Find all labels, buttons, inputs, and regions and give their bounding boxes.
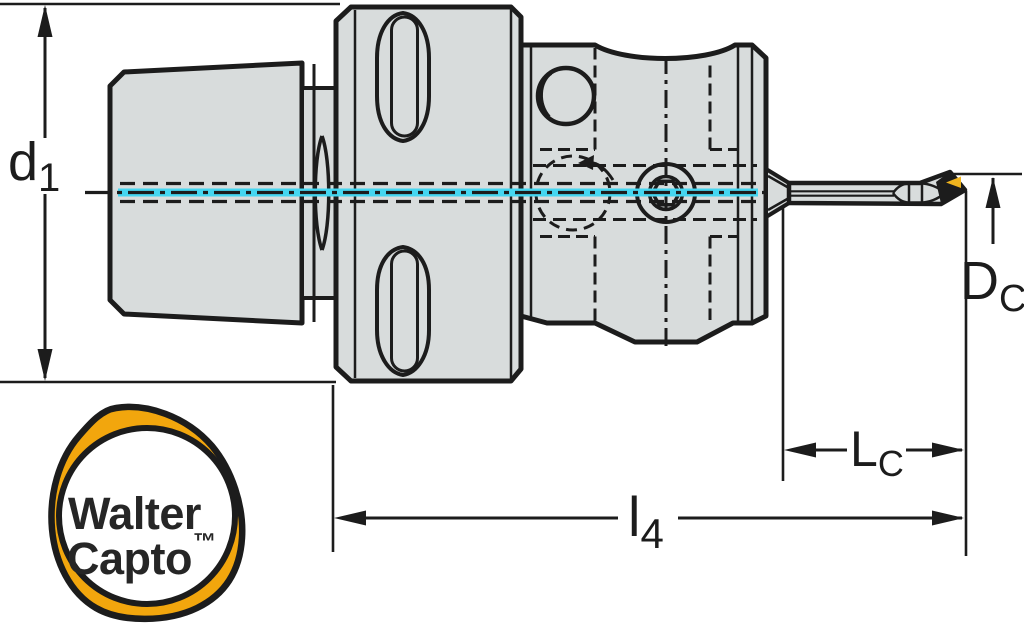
flange-slot-top-outer [375,11,431,143]
dimension-arrowheads [37,5,1001,526]
dc-arrow-up [985,177,1001,208]
flange-slot-bottom-outer [375,245,431,377]
label-lc: LC [850,421,904,484]
logo-inner-circle [56,425,238,607]
coolant-hole-shading-arc [539,71,553,119]
actuation-arrow-head [578,155,594,170]
d1-arrow-up [37,5,53,37]
dimensions [0,2,1022,556]
label-dc: DC [960,251,1024,320]
logo-text-walter: Walter [68,488,201,539]
label-d1: d1 [8,132,60,200]
insert-tip [946,176,961,188]
l4-arrow-right [932,510,964,526]
hidden-cavity-outline [540,48,737,321]
d1-arrow-down [37,349,53,381]
bar-tip [936,171,965,204]
logo-trademark: ™ [193,528,216,554]
flange-slot-bottom-inner [390,249,419,373]
coolant-hole [535,65,597,127]
tool-body [107,4,968,384]
lc-arrow-left [784,442,816,458]
l4-arrow-left [334,510,366,526]
lc-arrow-right [932,442,964,458]
dimension-labels: d1 DC LC l4 [8,132,1024,557]
bar-flute-lines [791,190,894,197]
flange-slot-top-inner [390,15,419,138]
logo-text-capto: Capto [67,533,192,584]
label-l4: l4 [628,485,664,557]
walter-capto-logo: Walter Capto ™ [48,403,246,623]
cone-inner-lines [767,174,790,212]
